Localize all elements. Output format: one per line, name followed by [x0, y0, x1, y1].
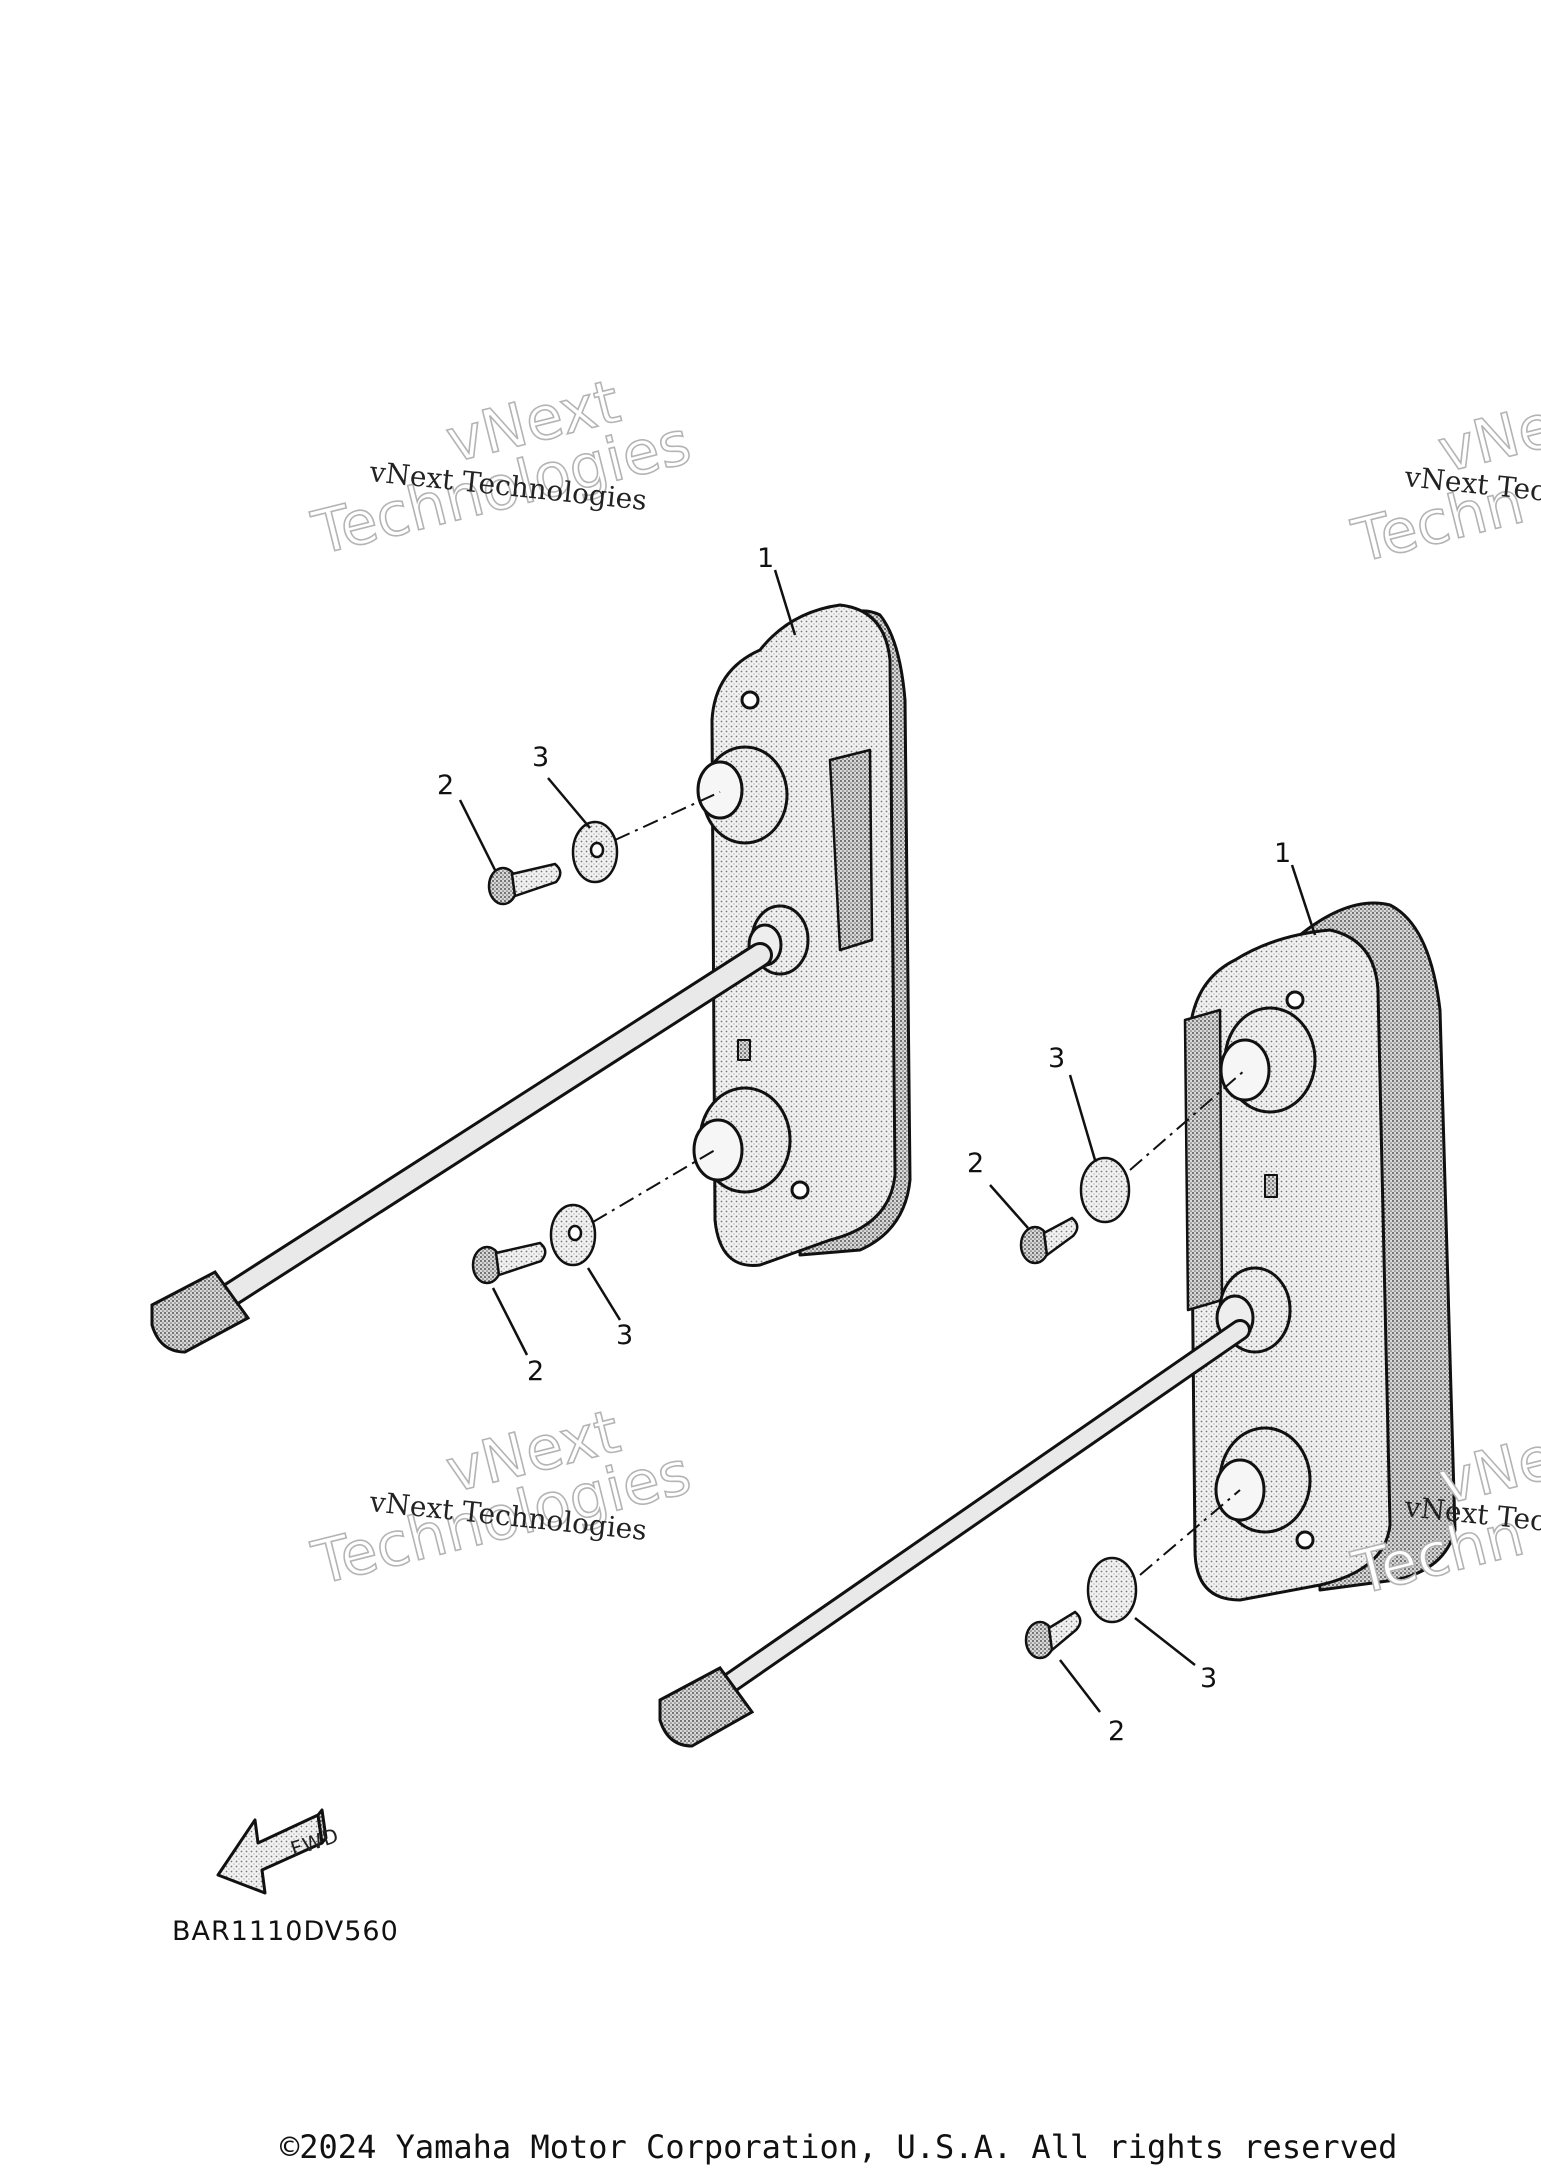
screw-left-lower	[471, 1241, 547, 1285]
washer-left-lower	[549, 1203, 597, 1267]
screw-right-upper	[1019, 1216, 1079, 1265]
copyright-notice: ©2024 Yamaha Motor Corporation, U.S.A. A…	[280, 2128, 1398, 2166]
wire-lead-left	[150, 942, 773, 1354]
callout-1: 1	[757, 543, 775, 574]
wire-lead-right	[658, 1319, 1251, 1748]
washer-right-upper	[1079, 1156, 1131, 1224]
leader-line	[614, 791, 721, 841]
callout-2: 2	[1108, 1716, 1126, 1747]
leader-line	[1139, 1489, 1241, 1576]
screw-left-upper	[487, 862, 562, 906]
diagram-code: BAR1110DV560	[172, 1916, 399, 1947]
tail-light-right	[1183, 901, 1457, 1602]
washer-left-upper	[571, 820, 619, 884]
callout-2: 2	[437, 770, 455, 801]
tail-light-left	[692, 603, 912, 1267]
callout-leaders	[458, 569, 1317, 1713]
callout-3: 3	[616, 1320, 634, 1351]
callout-3: 3	[1048, 1043, 1066, 1074]
leader-line	[1129, 1069, 1246, 1171]
fwd-arrow-icon	[216, 1808, 328, 1895]
screw-right-lower	[1024, 1610, 1082, 1660]
leader-line	[592, 1149, 716, 1223]
callout-3: 3	[532, 742, 550, 773]
washer-right-lower	[1086, 1556, 1138, 1624]
callout-2: 2	[527, 1356, 545, 1387]
callout-1: 1	[1274, 838, 1292, 869]
callout-2: 2	[967, 1148, 985, 1179]
callout-3: 3	[1200, 1663, 1218, 1694]
